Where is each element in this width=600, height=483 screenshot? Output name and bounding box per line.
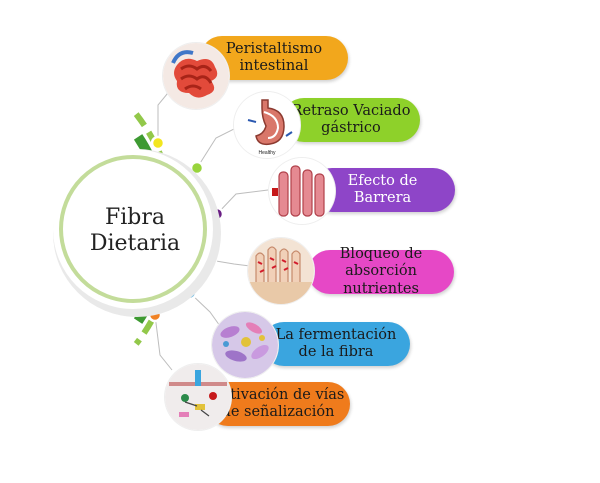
item-label-line2: de la fibra (298, 344, 374, 360)
item-label-line1: Bloqueo de (339, 245, 423, 262)
center-circle-ring (59, 155, 207, 303)
item-label-line2: gástrico (321, 120, 381, 136)
center-title-line1: Fibra (104, 205, 166, 230)
villi-icon (269, 158, 335, 224)
bacteria-icon (212, 312, 278, 378)
center-title-line2: Dietaria (89, 231, 181, 257)
item-label-line2: intestinal (239, 58, 309, 74)
item-label-line1: Peristaltismo (225, 40, 323, 57)
connector-line-6 (154, 314, 173, 371)
item-label-line1: Activación de vías (211, 386, 345, 403)
intestine-icon (163, 43, 229, 109)
cell-signaling-icon (165, 364, 231, 430)
connector-line-5 (189, 292, 221, 327)
stomach-caption: Healthy (259, 150, 276, 156)
connector-line-4 (209, 259, 251, 267)
marker-dot-peristaltismo (150, 135, 166, 151)
item-label-line2: de señalización (221, 404, 335, 420)
item-label-line1: Efecto de (347, 172, 418, 189)
center-title: Fibra Dietaria (60, 205, 210, 258)
marker-dot-retraso (189, 160, 205, 176)
item-label-line1: La fermentación (275, 326, 397, 343)
connector-line-3 (216, 189, 269, 215)
item-label-line2: Barrera (353, 190, 412, 206)
connector-line-2 (196, 125, 241, 169)
mucosa-icon (248, 238, 314, 304)
item-label-line1: Retraso Vaciado (291, 102, 411, 119)
item-label-line2: absorción nutrientes (343, 263, 419, 297)
stomach-icon: Healthy (234, 92, 300, 158)
